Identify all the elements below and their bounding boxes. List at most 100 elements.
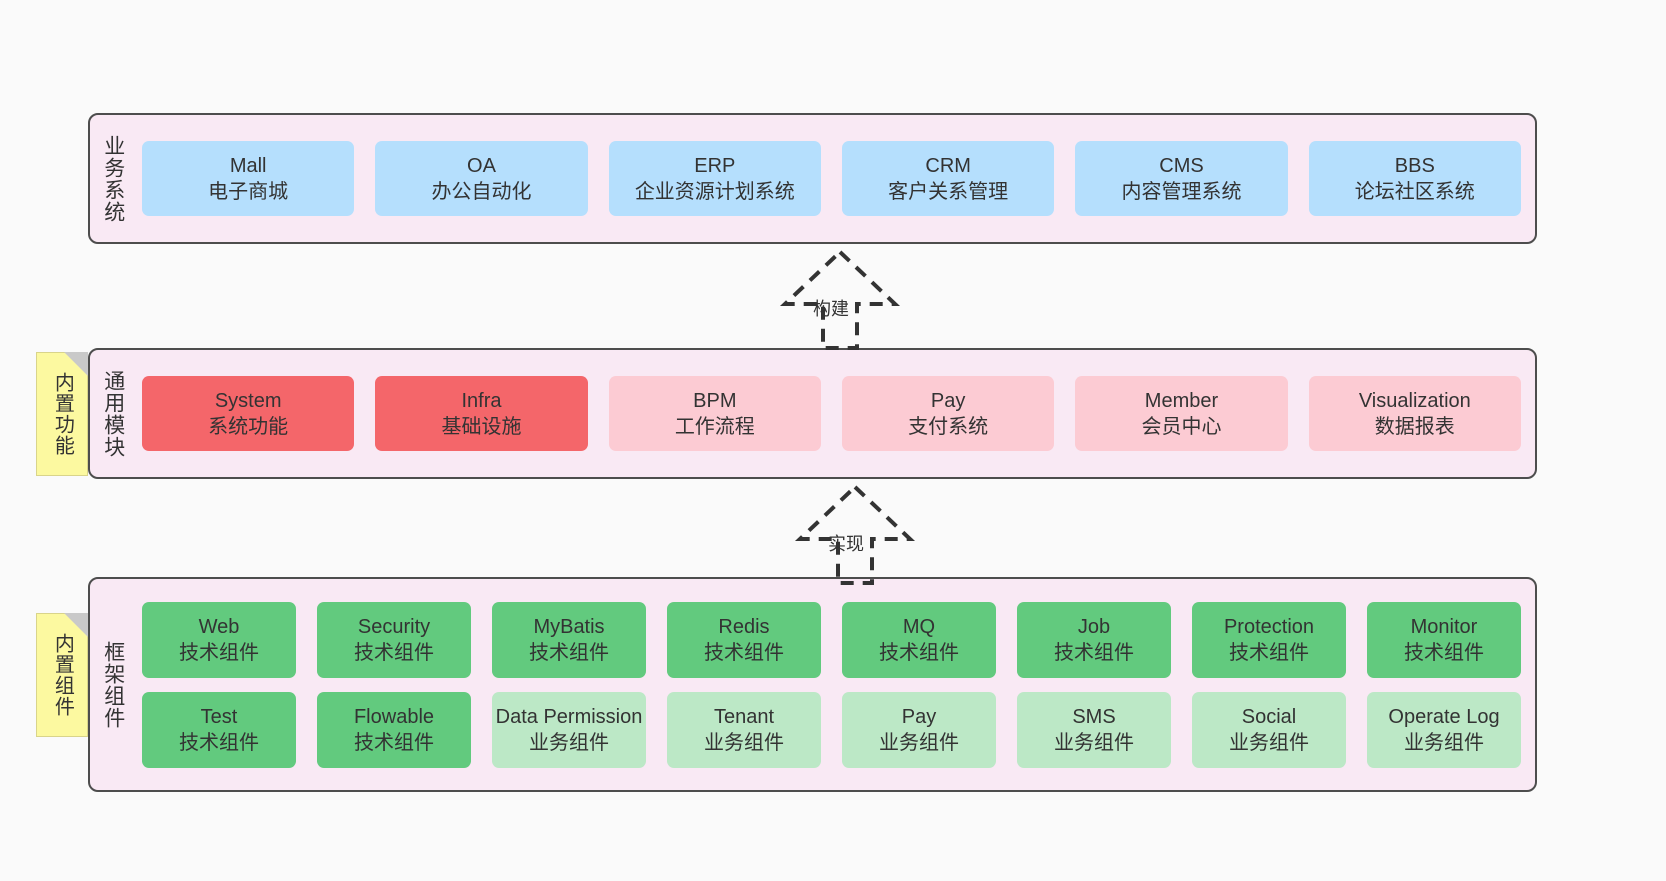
box-infra[interactable]: Infra 基础设施 <box>375 376 588 451</box>
box-title-cn: 业务组件 <box>1229 731 1309 754</box>
box-mall[interactable]: Mall 电子商城 <box>142 141 355 216</box>
box-title-en: Pay <box>930 389 966 412</box>
box-title-en: Test <box>200 705 238 728</box>
box-title-cn: 业务组件 <box>704 731 784 754</box>
box-row: Test 技术组件 Flowable 技术组件 Data Permission … <box>142 691 1521 768</box>
box-title-en: Operate Log <box>1388 705 1500 728</box>
box-title-cn: 内容管理系统 <box>1121 180 1242 203</box>
box-system[interactable]: System 系统功能 <box>142 376 355 451</box>
box-title-en: MyBatis <box>533 615 605 638</box>
box-title-en: Social <box>1241 705 1297 728</box>
box-title-en: Monitor <box>1410 615 1478 638</box>
box-visualization[interactable]: Visualization 数据报表 <box>1308 376 1521 451</box>
box-title-cn: 会员中心 <box>1141 415 1222 438</box>
box-bbs[interactable]: BBS 论坛社区系统 <box>1308 141 1521 216</box>
box-member[interactable]: Member 会员中心 <box>1075 376 1288 451</box>
box-title-en: BPM <box>693 389 737 412</box>
layer-title-common-module: 通用模块 <box>101 369 125 458</box>
box-title-cn: 技术组件 <box>529 641 609 664</box>
box-flowable[interactable]: Flowable 技术组件 <box>317 691 471 768</box>
box-oa[interactable]: OA 办公自动化 <box>375 141 588 216</box>
layer-body-framework-component: Web 技术组件 Security 技术组件 MyBatis 技术组件 Redi… <box>136 579 1535 790</box>
box-title-cn: 技术组件 <box>879 641 959 664</box>
layer-title-business-system: 业务系统 <box>101 134 125 223</box>
box-title-cn: 论坛社区系统 <box>1354 180 1475 203</box>
box-title-en: ERP <box>694 154 736 177</box>
box-cms[interactable]: CMS 内容管理系统 <box>1075 141 1288 216</box>
layer-common-module: 通用模块 System 系统功能 Infra 基础设施 BPM 工作流程 Pay… <box>88 348 1537 479</box>
box-web[interactable]: Web 技术组件 <box>142 601 296 678</box>
box-title-en: Data Permission <box>495 705 643 728</box>
dashed-hollow-arrow-up-icon <box>794 484 916 585</box>
dashed-hollow-arrow-up-icon <box>779 249 901 350</box>
box-title-cn: 系统功能 <box>208 415 289 438</box>
box-title-en: Protection <box>1223 615 1315 638</box>
box-bpm[interactable]: BPM 工作流程 <box>608 376 821 451</box>
box-title-en: CRM <box>925 154 971 177</box>
box-title-cn: 技术组件 <box>1229 641 1309 664</box>
box-sms[interactable]: SMS 业务组件 <box>1017 691 1171 768</box>
layer-body-common-module: System 系统功能 Infra 基础设施 BPM 工作流程 Pay 支付系统… <box>136 350 1535 477</box>
box-mybatis[interactable]: MyBatis 技术组件 <box>492 601 646 678</box>
box-row: Mall 电子商城 OA 办公自动化 ERP 企业资源计划系统 CRM 客户关系… <box>142 141 1521 216</box>
box-title-cn: 业务组件 <box>1404 731 1484 754</box>
box-title-en: Mall <box>229 154 267 177</box>
box-title-en: SMS <box>1072 705 1116 728</box>
box-job[interactable]: Job 技术组件 <box>1017 601 1171 678</box>
box-erp[interactable]: ERP 企业资源计划系统 <box>608 141 821 216</box>
box-title-en: BBS <box>1394 154 1435 177</box>
connector-build-label: 构建 <box>813 299 849 319</box>
box-title-cn: 电子商城 <box>208 180 289 203</box>
connector-build: 构建 <box>745 248 935 352</box>
box-title-en: Member <box>1144 389 1219 412</box>
note-builtin-function: 内置功能 <box>36 352 88 476</box>
note-builtin-function-label: 内置功能 <box>51 372 74 456</box>
box-title-cn: 办公自动化 <box>431 180 532 203</box>
box-data-permission[interactable]: Data Permission 业务组件 <box>492 691 646 768</box>
box-title-en: Pay <box>901 705 937 728</box>
box-title-cn: 企业资源计划系统 <box>634 180 795 203</box>
box-title-en: CMS <box>1159 154 1204 177</box>
layer-business-system: 业务系统 Mall 电子商城 OA 办公自动化 ERP 企业资源计划系统 CRM… <box>88 113 1537 244</box>
box-title-en: Security <box>357 615 431 638</box>
box-title-cn: 技术组件 <box>1054 641 1134 664</box>
box-title-en: MQ <box>902 615 936 638</box>
connector-implement: 实现 <box>760 483 950 587</box>
box-title-en: Infra <box>461 389 502 412</box>
box-title-en: Web <box>198 615 240 638</box>
layer-framework-component: 框架组件 Web 技术组件 Security 技术组件 MyBatis 技术组件… <box>88 577 1537 792</box>
box-title-en: Job <box>1077 615 1111 638</box>
layer-body-business-system: Mall 电子商城 OA 办公自动化 ERP 企业资源计划系统 CRM 客户关系… <box>136 115 1535 242</box>
box-operate-log[interactable]: Operate Log 业务组件 <box>1367 691 1521 768</box>
box-title-cn: 技术组件 <box>354 641 434 664</box>
box-mq[interactable]: MQ 技术组件 <box>842 601 996 678</box>
box-monitor[interactable]: Monitor 技术组件 <box>1367 601 1521 678</box>
box-pay-component[interactable]: Pay 业务组件 <box>842 691 996 768</box>
box-social[interactable]: Social 业务组件 <box>1192 691 1346 768</box>
box-title-cn: 数据报表 <box>1374 415 1455 438</box>
note-builtin-component-label: 内置组件 <box>51 633 74 717</box>
box-title-cn: 基础设施 <box>441 415 522 438</box>
note-builtin-component: 内置组件 <box>36 613 88 737</box>
box-row: System 系统功能 Infra 基础设施 BPM 工作流程 Pay 支付系统… <box>142 376 1521 451</box>
connector-implement-label: 实现 <box>828 534 864 554</box>
box-title-cn: 技术组件 <box>179 641 259 664</box>
box-title-en: Visualization <box>1358 389 1471 412</box>
box-title-cn: 技术组件 <box>354 731 434 754</box>
box-title-cn: 客户关系管理 <box>888 180 1009 203</box>
box-pay[interactable]: Pay 支付系统 <box>841 376 1055 451</box>
box-crm[interactable]: CRM 客户关系管理 <box>841 141 1055 216</box>
box-redis[interactable]: Redis 技术组件 <box>667 601 821 678</box>
box-title-cn: 技术组件 <box>179 731 259 754</box>
box-title-cn: 业务组件 <box>1054 731 1134 754</box>
box-title-en: Redis <box>718 615 770 638</box>
box-title-cn: 业务组件 <box>529 731 609 754</box>
box-tenant[interactable]: Tenant 业务组件 <box>667 691 821 768</box>
box-security[interactable]: Security 技术组件 <box>317 601 471 678</box>
box-test[interactable]: Test 技术组件 <box>142 691 296 768</box>
box-title-cn: 工作流程 <box>674 415 755 438</box>
box-protection[interactable]: Protection 技术组件 <box>1192 601 1346 678</box>
box-title-en: System <box>214 389 282 412</box>
box-title-en: Tenant <box>713 705 775 728</box>
